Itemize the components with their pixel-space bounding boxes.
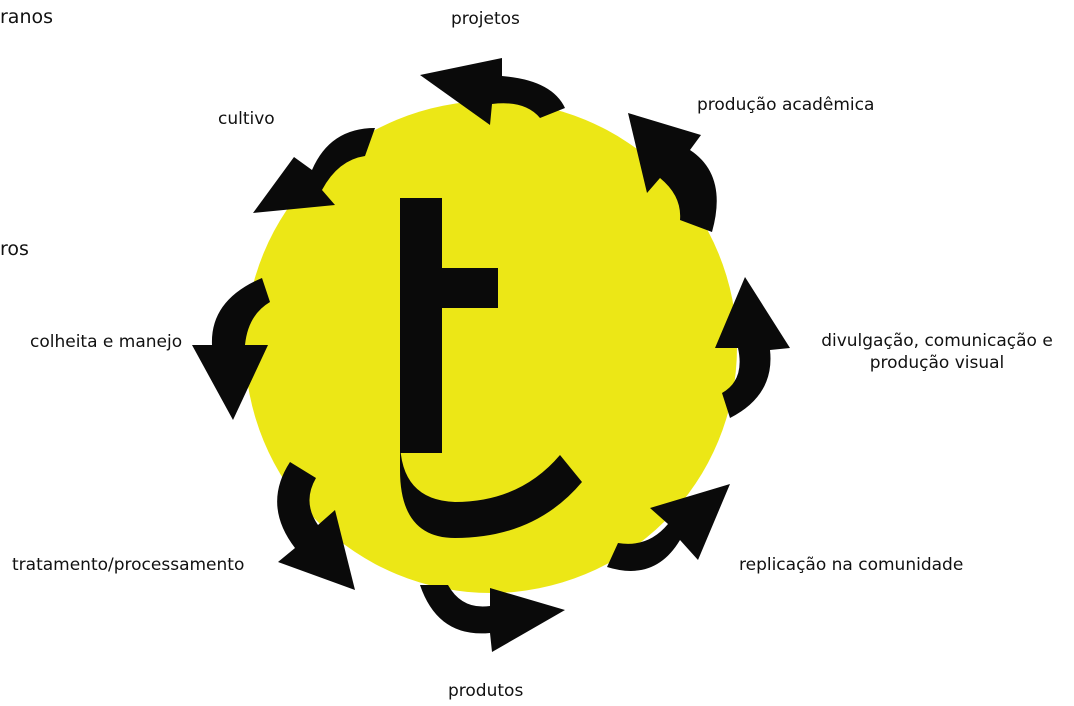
label-divulgacao: divulgação, comunicação e produção visua…: [802, 330, 1072, 374]
arrow-produtos: [420, 585, 565, 652]
arrow-tratamento: [277, 462, 355, 590]
arrow-colheita: [192, 278, 270, 420]
arrow-divulgacao: [715, 277, 790, 418]
label-colheita: colheita e manejo: [30, 332, 183, 352]
cropped-label-top: ranos: [0, 6, 54, 28]
arrow-producao-academica: [628, 113, 717, 232]
central-circle: [245, 101, 737, 593]
arrow-cultivo: [253, 128, 375, 213]
label-replicacao: replicação na comunidade: [739, 555, 964, 575]
label-tratamento: tratamento/processamento: [12, 555, 245, 575]
label-divulgacao-line1: divulgação, comunicação e: [821, 331, 1053, 351]
label-produtos: produtos: [448, 681, 524, 701]
cropped-label-middle: ros: [0, 238, 29, 260]
arrow-projetos: [420, 58, 565, 125]
center-t-glyph: [400, 198, 582, 538]
label-producao-academica: produção acadêmica: [697, 95, 875, 115]
arrow-replicacao: [607, 484, 730, 571]
label-divulgacao-line2: produção visual: [869, 353, 1005, 373]
label-projetos: projetos: [451, 9, 520, 29]
label-cultivo: cultivo: [218, 109, 275, 129]
